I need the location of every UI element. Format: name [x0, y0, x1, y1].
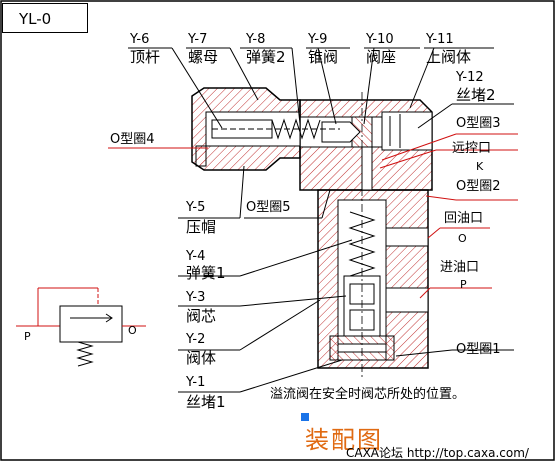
- drawing-title: 装配图: [305, 426, 383, 454]
- label-y6-name: 顶杆: [130, 48, 161, 66]
- caption: 溢流阀在安全时阀芯所处的位置。: [270, 387, 466, 402]
- label-return-port-letter: O: [458, 232, 467, 245]
- label-y7-name: 螺母: [188, 48, 219, 66]
- label-y2-name: 阀体: [186, 349, 217, 367]
- relief-valve-symbol: [16, 287, 146, 367]
- valve-assembly: [191, 87, 433, 380]
- label-oring1: O型圈1: [456, 342, 501, 357]
- label-y6-code: Y-6: [130, 32, 150, 47]
- label-remote-port-letter: K: [476, 160, 484, 173]
- label-y7-code: Y-7: [188, 32, 208, 47]
- label-y5-code: Y-5: [186, 200, 206, 215]
- label-y10-name: 阀座: [366, 48, 397, 66]
- label-y4-name: 弹簧1: [186, 264, 226, 282]
- label-y2-code: Y-2: [186, 332, 206, 347]
- label-y3-name: 阀芯: [186, 307, 217, 325]
- symbol-port-o: O: [128, 324, 137, 337]
- label-y9-code: Y-9: [308, 32, 328, 47]
- label-inlet-port: 进油口: [440, 260, 480, 275]
- label-y12-code: Y-12: [456, 70, 484, 85]
- leader-lines: [108, 47, 518, 393]
- label-y11-name: 上阀体: [426, 48, 472, 66]
- label-y9-name: 锥阀: [308, 48, 339, 66]
- label-y11-code: Y-11: [426, 32, 454, 47]
- label-y5-name: 压帽: [186, 218, 217, 236]
- label-y3-code: Y-3: [186, 290, 206, 305]
- footer-credit: CAXA论坛 http://top.caxa.com/: [346, 446, 529, 460]
- selection-handle[interactable]: [301, 413, 309, 421]
- symbol-port-p: P: [24, 330, 31, 343]
- label-return-port: 回油口: [444, 211, 484, 226]
- drawing-code-box: YL-0: [2, 3, 88, 33]
- label-y1-name: 丝堵1: [186, 393, 226, 411]
- label-y8-code: Y-8: [246, 32, 266, 47]
- label-y1-code: Y-1: [186, 375, 206, 390]
- label-oring2: O型圈2: [456, 179, 501, 194]
- label-remote-port: 远控口: [452, 141, 492, 156]
- label-y12-name: 丝堵2: [456, 86, 496, 104]
- label-y4-code: Y-4: [186, 249, 206, 264]
- label-y10-code: Y-10: [366, 32, 394, 47]
- label-oring3: O型圈3: [456, 116, 501, 131]
- label-y8-name: 弹簧2: [246, 48, 286, 66]
- label-oring5: O型圈5: [246, 200, 291, 215]
- label-inlet-port-letter: P: [460, 278, 467, 291]
- label-oring4: O型圈4: [110, 132, 155, 147]
